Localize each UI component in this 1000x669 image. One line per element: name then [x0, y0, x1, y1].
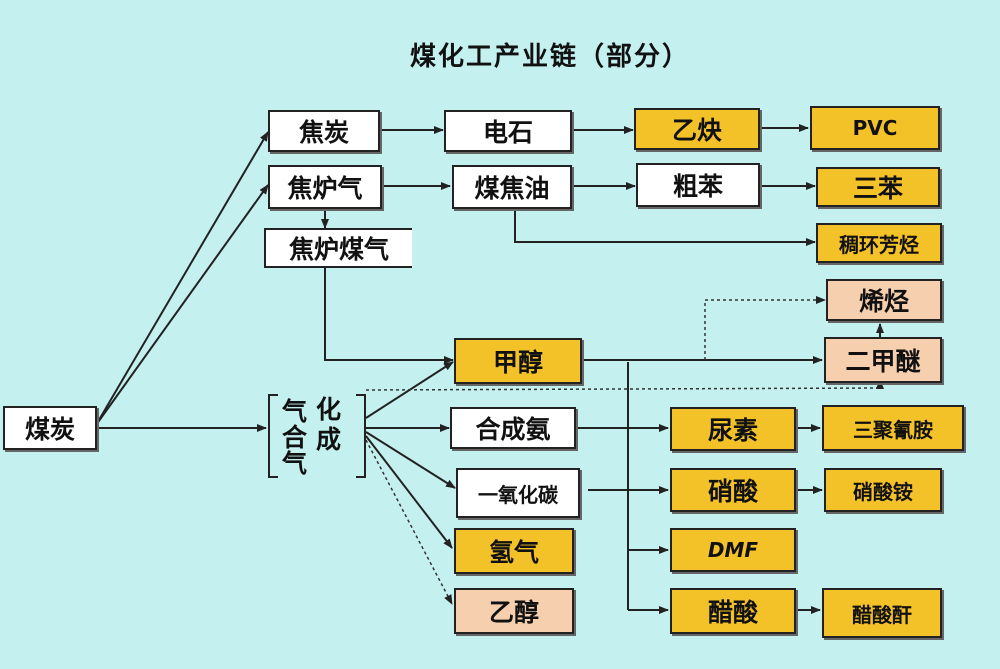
syngas-char-2: 化 [316, 395, 342, 424]
node-syngas: 气 化 合 成 气 [268, 394, 366, 478]
bracket-right [356, 394, 366, 478]
syngas-char-4: 成 [316, 425, 342, 454]
node-crude-benzene: 粗苯 [636, 163, 760, 207]
diagram-title: 煤化工产业链（部分） [410, 42, 691, 72]
node-carbon-monoxide: 一氧化碳 [456, 468, 580, 518]
node-coal-tar: 煤焦油 [452, 165, 572, 209]
node-nitric-acid: 硝酸 [670, 468, 796, 512]
node-pvc: PVC [810, 106, 940, 150]
node-ammonium-nitrate: 硝酸铵 [824, 468, 942, 512]
node-hydrogen: 氢气 [454, 528, 574, 574]
node-ammonia: 合成氨 [450, 407, 576, 449]
node-fused-ring-aromatics: 稠环芳烃 [816, 223, 942, 263]
node-ethanol: 乙醇 [454, 588, 574, 634]
syngas-char-5: 气 [282, 449, 308, 478]
node-acetic-acid: 醋酸 [670, 588, 796, 634]
node-methanol: 甲醇 [454, 338, 582, 384]
node-dmf: DMF [670, 528, 796, 572]
node-dimethyl-ether: 二甲醚 [824, 337, 942, 383]
node-acetic-anhydride: 醋酸酐 [822, 588, 942, 638]
node-coal: 煤炭 [3, 406, 97, 450]
node-coke: 焦炭 [268, 110, 380, 152]
node-urea: 尿素 [670, 407, 796, 451]
node-coke-oven-coal-gas: 焦炉煤气 [264, 228, 412, 268]
node-melamine: 三聚氰胺 [822, 405, 964, 451]
node-coke-oven-gas: 焦炉气 [268, 165, 382, 209]
node-three-benzenes: 三苯 [816, 167, 940, 207]
node-olefins: 烯烃 [826, 279, 942, 321]
bracket-left [268, 394, 278, 478]
syngas-char-1: 气 [282, 397, 308, 426]
node-acetylene: 乙炔 [634, 108, 760, 150]
syngas-char-3: 合 [282, 423, 308, 452]
node-calcium-carbide: 电石 [444, 110, 572, 152]
